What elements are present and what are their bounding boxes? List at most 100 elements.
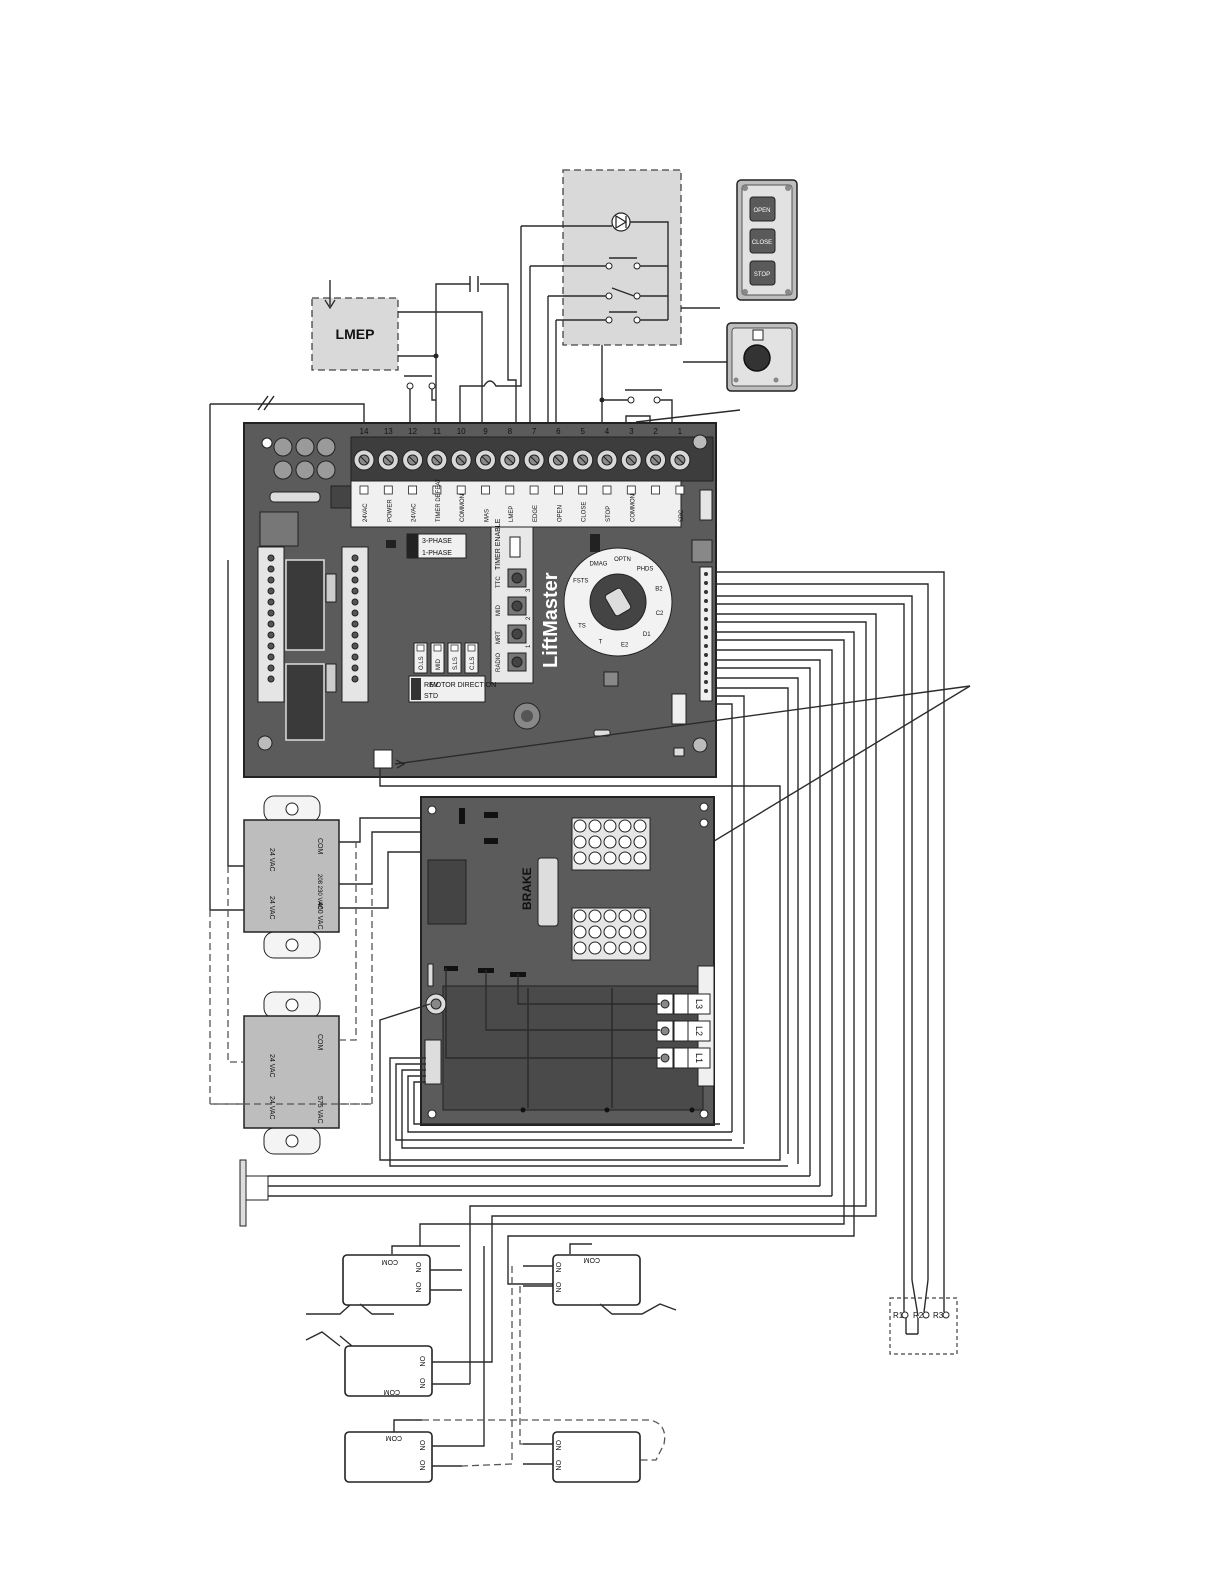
connector-pins xyxy=(704,572,708,693)
dial-label-phds: PHDS xyxy=(637,567,654,573)
tu-right-mid: 208 230 VAC xyxy=(316,874,322,910)
pointer-line-1 xyxy=(394,685,971,765)
rev-label: REV xyxy=(424,682,439,689)
brake-grid-cell xyxy=(588,835,602,849)
line-terminal-l2: L2 xyxy=(656,1020,711,1042)
brake-grid-cell xyxy=(603,909,617,923)
ls5-on-2: ON xyxy=(554,1460,561,1471)
tl-left-top: 24 VAC xyxy=(268,1054,275,1078)
terminal-screw-9 xyxy=(475,449,496,495)
connector-pin xyxy=(704,581,708,585)
brake-grid-cell xyxy=(633,941,647,955)
connector-pin xyxy=(704,680,708,684)
ls4-on-1: ON xyxy=(418,1440,425,1451)
three-button-station: OPEN CLOSE STOP xyxy=(681,179,798,309)
limit-switches: COM ON ON COM ON ON COM ON ON C xyxy=(305,1243,677,1483)
ls3-com: COM xyxy=(384,1388,401,1395)
tu-right-bottom: 460 VAC xyxy=(316,902,323,930)
relay-pin xyxy=(351,609,359,617)
limit-indicator-2: S.LS xyxy=(447,642,462,674)
terminal-label-9: MAS xyxy=(485,509,491,522)
transformer-upper: 24 VAC 24 VAC COM 208 230 VAC 460 VAC xyxy=(243,795,340,959)
ls1-com: COM xyxy=(382,1258,399,1265)
terminal-label-6: OPEN xyxy=(557,505,563,522)
limit-indicator-0: O.LS xyxy=(413,642,428,674)
relay-pin xyxy=(351,598,359,606)
relay-pin xyxy=(351,587,359,595)
board-button-mrt[interactable]: MRT 1 xyxy=(496,624,532,648)
terminal-label-7: EDGE xyxy=(533,505,539,522)
ls4-on-2: ON xyxy=(418,1460,425,1471)
terminal-screw-8 xyxy=(499,449,521,495)
tl-right-bottom: 575 VAC xyxy=(316,1096,323,1124)
relay-pin xyxy=(267,620,275,628)
relay-pins xyxy=(267,554,359,683)
brake-grid-cell xyxy=(618,909,632,923)
motor-direction-label: MOTOR DIRECTION xyxy=(430,682,496,689)
terminal-number-4: 4 xyxy=(605,427,610,436)
brake-grid-cell xyxy=(618,835,632,849)
terminal-number-1: 1 xyxy=(678,427,683,436)
terminal-number-11: 11 xyxy=(433,427,442,436)
connector-pin xyxy=(704,644,708,648)
board-button-radio[interactable]: RADIO xyxy=(496,652,527,672)
limit-switch-5: ON ON xyxy=(523,1431,641,1483)
relay-box: R1 R2 R3 xyxy=(889,1279,958,1355)
relay-pin xyxy=(351,576,359,584)
brake-grid-cell xyxy=(588,909,602,923)
terminal-label-14: 24VAC xyxy=(363,503,369,522)
board-button-number: 1 xyxy=(526,644,532,648)
relay-pin xyxy=(267,609,275,617)
terminal-label-3: COMMON xyxy=(630,494,636,522)
brake-grid-cell xyxy=(588,925,602,939)
brake-grid-cell xyxy=(573,909,587,923)
limit-switch-1: COM ON ON xyxy=(306,1245,462,1315)
board-button-label-mrt: MRT xyxy=(496,631,502,644)
terminal-label-11: TIMER DEFEAT xyxy=(436,478,442,522)
terminal-screw-5 xyxy=(572,449,594,495)
safety-device-box xyxy=(521,169,682,346)
terminal-number-12: 12 xyxy=(408,427,417,436)
terminal-number-9: 9 xyxy=(483,427,488,436)
relay-pin xyxy=(267,565,275,573)
relay-pin xyxy=(351,675,359,683)
terminal-screw-12 xyxy=(402,449,424,495)
ls2-on-2: ON xyxy=(554,1282,561,1293)
relay-pin xyxy=(351,664,359,672)
line-terminal-l3: L3 xyxy=(656,993,711,1015)
brake-grid-cell xyxy=(573,925,587,939)
terminal-number-14: 14 xyxy=(360,427,369,436)
ls1-on-2: ON xyxy=(414,1282,421,1293)
relay-pin xyxy=(351,642,359,650)
terminal-label-5: CLOSE xyxy=(582,502,588,522)
terminal-label-12: 24VAC xyxy=(412,503,418,522)
line-terminal-label: L3 xyxy=(694,999,704,1009)
limit-indicator-1: MID xyxy=(430,642,445,674)
std-label: STD xyxy=(424,693,438,700)
brake-grid-cell xyxy=(603,925,617,939)
brake-grid-cell xyxy=(618,941,632,955)
connector-pin xyxy=(704,626,708,630)
relay-pin xyxy=(267,653,275,661)
terminal-screw-11 xyxy=(426,449,448,495)
brake-grid-cell xyxy=(588,941,602,955)
liftmaster-logo: LiftMaster xyxy=(540,572,562,668)
line-terminal-l1: L1 xyxy=(656,1047,711,1069)
relay-pin xyxy=(267,587,275,595)
terminal-label-8: LMEP xyxy=(509,506,515,522)
brake-grid-cell xyxy=(603,835,617,849)
phase-1-label: 1-PHASE xyxy=(422,550,452,557)
limit-switch-3: COM ON ON xyxy=(305,1331,470,1397)
relay-pin xyxy=(351,653,359,661)
dial-label-dmag: DMAG xyxy=(589,562,607,568)
brake-grid-cell xyxy=(618,925,632,939)
connector-pin xyxy=(704,671,708,675)
timer-enable-label: TIMER ENABLE xyxy=(495,518,502,570)
